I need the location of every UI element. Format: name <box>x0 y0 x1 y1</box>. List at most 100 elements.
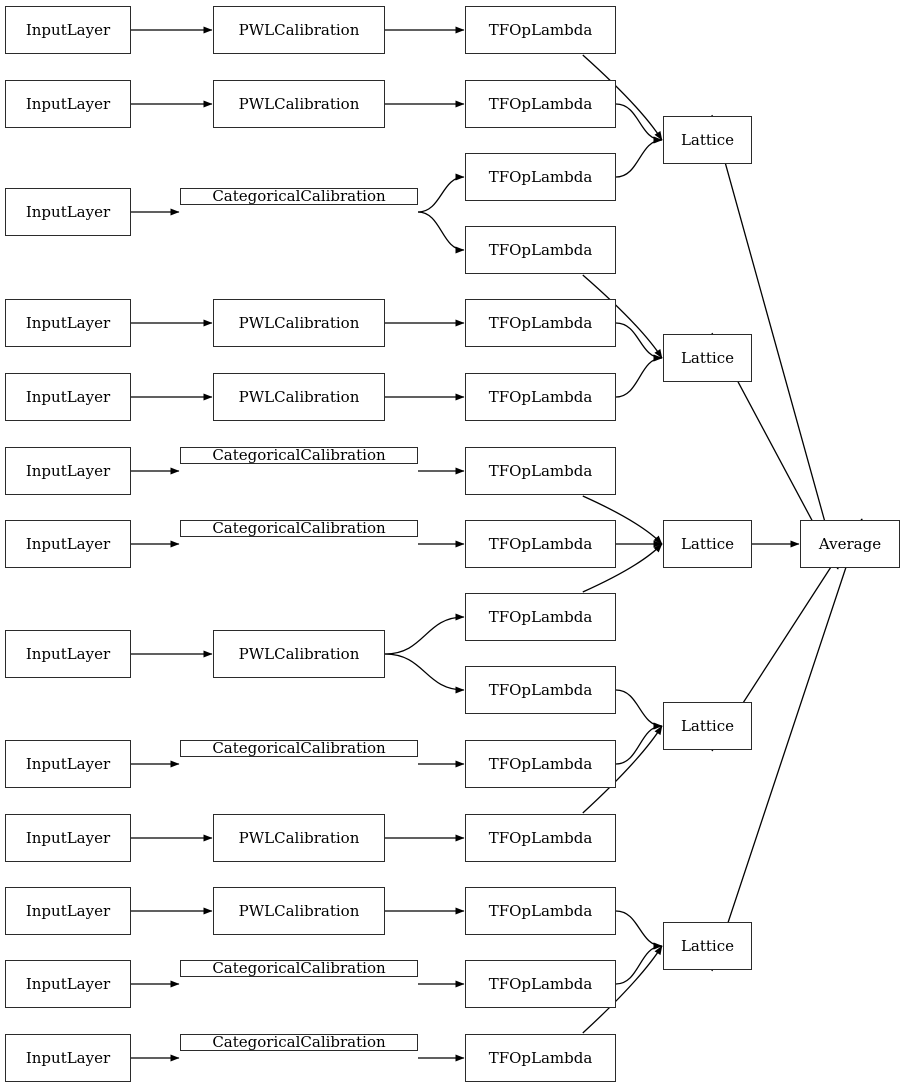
node-categorical-cal3[interactable]: CategoricalCalibration <box>180 188 418 205</box>
node-categorical-cal9[interactable]: CategoricalCalibration <box>180 740 418 757</box>
node-pwl-cal4[interactable]: PWLCalibration <box>213 299 385 347</box>
node-label: InputLayer <box>25 202 111 221</box>
node-input-in3[interactable]: InputLayer <box>5 188 131 236</box>
node-input-in5[interactable]: InputLayer <box>5 373 131 421</box>
node-lattice-lat3[interactable]: Lattice <box>663 520 752 568</box>
node-label: CategoricalCalibration <box>212 187 386 205</box>
node-tfop-op7[interactable]: TFOpLambda <box>465 447 616 495</box>
node-categorical-cal6[interactable]: CategoricalCalibration <box>180 447 418 464</box>
node-label: Lattice <box>680 716 735 735</box>
node-label: PWLCalibration <box>238 313 360 332</box>
edge-cal3-to-op4 <box>417 211 465 254</box>
edge-op10-to-lat4 <box>615 689 663 730</box>
node-tfop-op10[interactable]: TFOpLambda <box>465 666 616 714</box>
node-pwl-cal2[interactable]: PWLCalibration <box>213 80 385 128</box>
node-input-in9[interactable]: InputLayer <box>5 740 131 788</box>
node-label: InputLayer <box>25 754 111 773</box>
node-label: CategoricalCalibration <box>212 446 386 464</box>
edge-op11-to-lat4 <box>615 722 663 765</box>
node-label: InputLayer <box>25 644 111 663</box>
node-average-avg[interactable]: Average <box>800 520 900 568</box>
node-pwl-cal11[interactable]: PWLCalibration <box>213 887 385 935</box>
node-label: TFOpLambda <box>488 754 593 773</box>
node-input-in12[interactable]: InputLayer <box>5 960 131 1008</box>
node-label: PWLCalibration <box>238 387 360 406</box>
node-label: InputLayer <box>25 1048 111 1067</box>
edge-op6-to-lat2 <box>615 354 663 398</box>
node-label: Lattice <box>680 534 735 553</box>
node-label: TFOpLambda <box>488 461 593 480</box>
node-tfop-op14[interactable]: TFOpLambda <box>465 960 616 1008</box>
node-lattice-lat1[interactable]: Lattice <box>663 116 752 164</box>
node-label: InputLayer <box>25 828 111 847</box>
node-categorical-cal7[interactable]: CategoricalCalibration <box>180 520 418 537</box>
node-label: TFOpLambda <box>488 313 593 332</box>
node-label: Lattice <box>680 348 735 367</box>
node-tfop-op3[interactable]: TFOpLambda <box>465 153 616 201</box>
node-input-in7[interactable]: InputLayer <box>5 520 131 568</box>
node-label: Lattice <box>680 936 735 955</box>
node-lattice-lat4[interactable]: Lattice <box>663 702 752 750</box>
node-label: PWLCalibration <box>238 901 360 920</box>
node-tfop-op4[interactable]: TFOpLambda <box>465 226 616 274</box>
node-tfop-op5[interactable]: TFOpLambda <box>465 299 616 347</box>
node-tfop-op2[interactable]: TFOpLambda <box>465 80 616 128</box>
node-label: PWLCalibration <box>238 644 360 663</box>
node-categorical-cal12[interactable]: CategoricalCalibration <box>180 960 418 977</box>
node-label: CategoricalCalibration <box>212 1033 386 1051</box>
node-label: TFOpLambda <box>488 607 593 626</box>
node-label: CategoricalCalibration <box>212 519 386 537</box>
node-label: TFOpLambda <box>488 974 593 993</box>
node-pwl-cal8[interactable]: PWLCalibration <box>213 630 385 678</box>
node-input-in8[interactable]: InputLayer <box>5 630 131 678</box>
edge-op13-to-lat5 <box>615 910 663 950</box>
node-label: TFOpLambda <box>488 828 593 847</box>
node-lattice-lat5[interactable]: Lattice <box>663 922 752 970</box>
node-label: InputLayer <box>25 534 111 553</box>
node-label: TFOpLambda <box>488 94 593 113</box>
edge-op2-to-lat1 <box>615 103 663 144</box>
edge-cal8-to-op10 <box>384 653 465 694</box>
node-label: TFOpLambda <box>488 680 593 699</box>
node-input-in4[interactable]: InputLayer <box>5 299 131 347</box>
node-label: InputLayer <box>25 94 111 113</box>
node-lattice-lat2[interactable]: Lattice <box>663 334 752 382</box>
node-tfop-op13[interactable]: TFOpLambda <box>465 887 616 935</box>
node-input-in10[interactable]: InputLayer <box>5 814 131 862</box>
node-tfop-op1[interactable]: TFOpLambda <box>465 6 616 54</box>
node-label: InputLayer <box>25 901 111 920</box>
edge-cal3-to-op3 <box>417 173 465 213</box>
node-label: TFOpLambda <box>488 1048 593 1067</box>
node-input-in6[interactable]: InputLayer <box>5 447 131 495</box>
node-pwl-cal10[interactable]: PWLCalibration <box>213 814 385 862</box>
node-label: InputLayer <box>25 387 111 406</box>
node-label: PWLCalibration <box>238 828 360 847</box>
node-pwl-cal5[interactable]: PWLCalibration <box>213 373 385 421</box>
node-label: InputLayer <box>25 461 111 480</box>
node-pwl-cal1[interactable]: PWLCalibration <box>213 6 385 54</box>
node-label: InputLayer <box>25 20 111 39</box>
node-input-in2[interactable]: InputLayer <box>5 80 131 128</box>
node-label: CategoricalCalibration <box>212 959 386 977</box>
node-categorical-cal13[interactable]: CategoricalCalibration <box>180 1034 418 1051</box>
edge-op3-to-lat1 <box>615 136 663 178</box>
node-label: CategoricalCalibration <box>212 739 386 757</box>
node-label: PWLCalibration <box>238 94 360 113</box>
node-tfop-op15[interactable]: TFOpLambda <box>465 1034 616 1082</box>
node-label: Average <box>818 534 882 553</box>
node-tfop-op11[interactable]: TFOpLambda <box>465 740 616 788</box>
edge-op14-to-lat5 <box>615 942 663 985</box>
node-tfop-op9[interactable]: TFOpLambda <box>465 593 616 641</box>
node-input-in13[interactable]: InputLayer <box>5 1034 131 1082</box>
node-tfop-op8[interactable]: TFOpLambda <box>465 520 616 568</box>
node-input-in1[interactable]: InputLayer <box>5 6 131 54</box>
node-label: PWLCalibration <box>238 20 360 39</box>
node-label: TFOpLambda <box>488 901 593 920</box>
node-input-in11[interactable]: InputLayer <box>5 887 131 935</box>
edge-op5-to-lat2 <box>615 322 663 362</box>
node-label: TFOpLambda <box>488 20 593 39</box>
node-tfop-op6[interactable]: TFOpLambda <box>465 373 616 421</box>
node-tfop-op12[interactable]: TFOpLambda <box>465 814 616 862</box>
